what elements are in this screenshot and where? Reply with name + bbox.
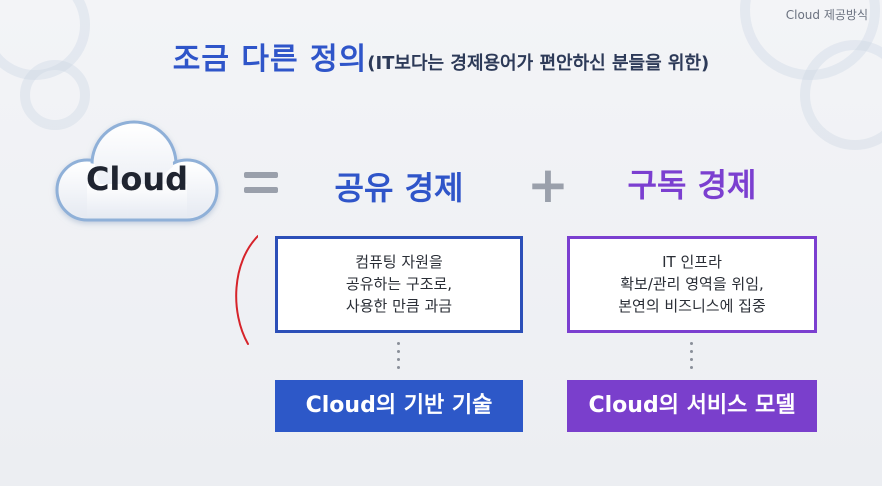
- description-line: 본연의 비즈니스에 집중: [618, 297, 766, 315]
- page-title: 조금 다른 정의(IT보다는 경제용어가 편안하신 분들을 위한): [0, 34, 882, 78]
- subscription-economy-description-box: IT 인프라 확보/관리 영역을 위임, 본연의 비즈니스에 집중: [567, 236, 817, 333]
- title-sub: (IT보다는 경제용어가 편안하신 분들을 위한): [367, 53, 710, 74]
- cloud-graphic: Cloud: [42, 112, 232, 232]
- dotted-connector-left: [397, 342, 401, 374]
- red-annotation-mark: [235, 235, 258, 345]
- description-line: 공유하는 구조로,: [345, 275, 453, 293]
- cloud-label: Cloud: [85, 160, 189, 198]
- heading-sharing-economy: 공유 경제: [334, 169, 464, 207]
- sharing-economy-description-box: 컴퓨팅 자원을 공유하는 구조로, 사용한 만큼 과금: [275, 236, 523, 333]
- equals-sign: [244, 172, 278, 202]
- cloud-icon: [55, 120, 219, 222]
- badge-cloud-service-model: Cloud의 서비스 모델: [567, 380, 817, 432]
- decor-circle-right: [800, 40, 882, 150]
- title-main: 조금 다른 정의: [172, 42, 368, 77]
- corner-label: Cloud 제공방식: [785, 8, 868, 22]
- heading-subscription-economy: 구독 경제: [627, 166, 757, 204]
- decor-circle-left: [20, 60, 90, 130]
- description-line: 사용한 만큼 과금: [345, 297, 453, 315]
- plus-sign: +: [527, 156, 569, 214]
- description-line: IT 인프라: [662, 253, 722, 271]
- description-line: 확보/관리 영역을 위임,: [620, 275, 764, 293]
- badge-cloud-base-technology: Cloud의 기반 기술: [275, 380, 523, 432]
- dotted-connector-right: [690, 342, 694, 374]
- description-line: 컴퓨팅 자원을: [355, 253, 443, 271]
